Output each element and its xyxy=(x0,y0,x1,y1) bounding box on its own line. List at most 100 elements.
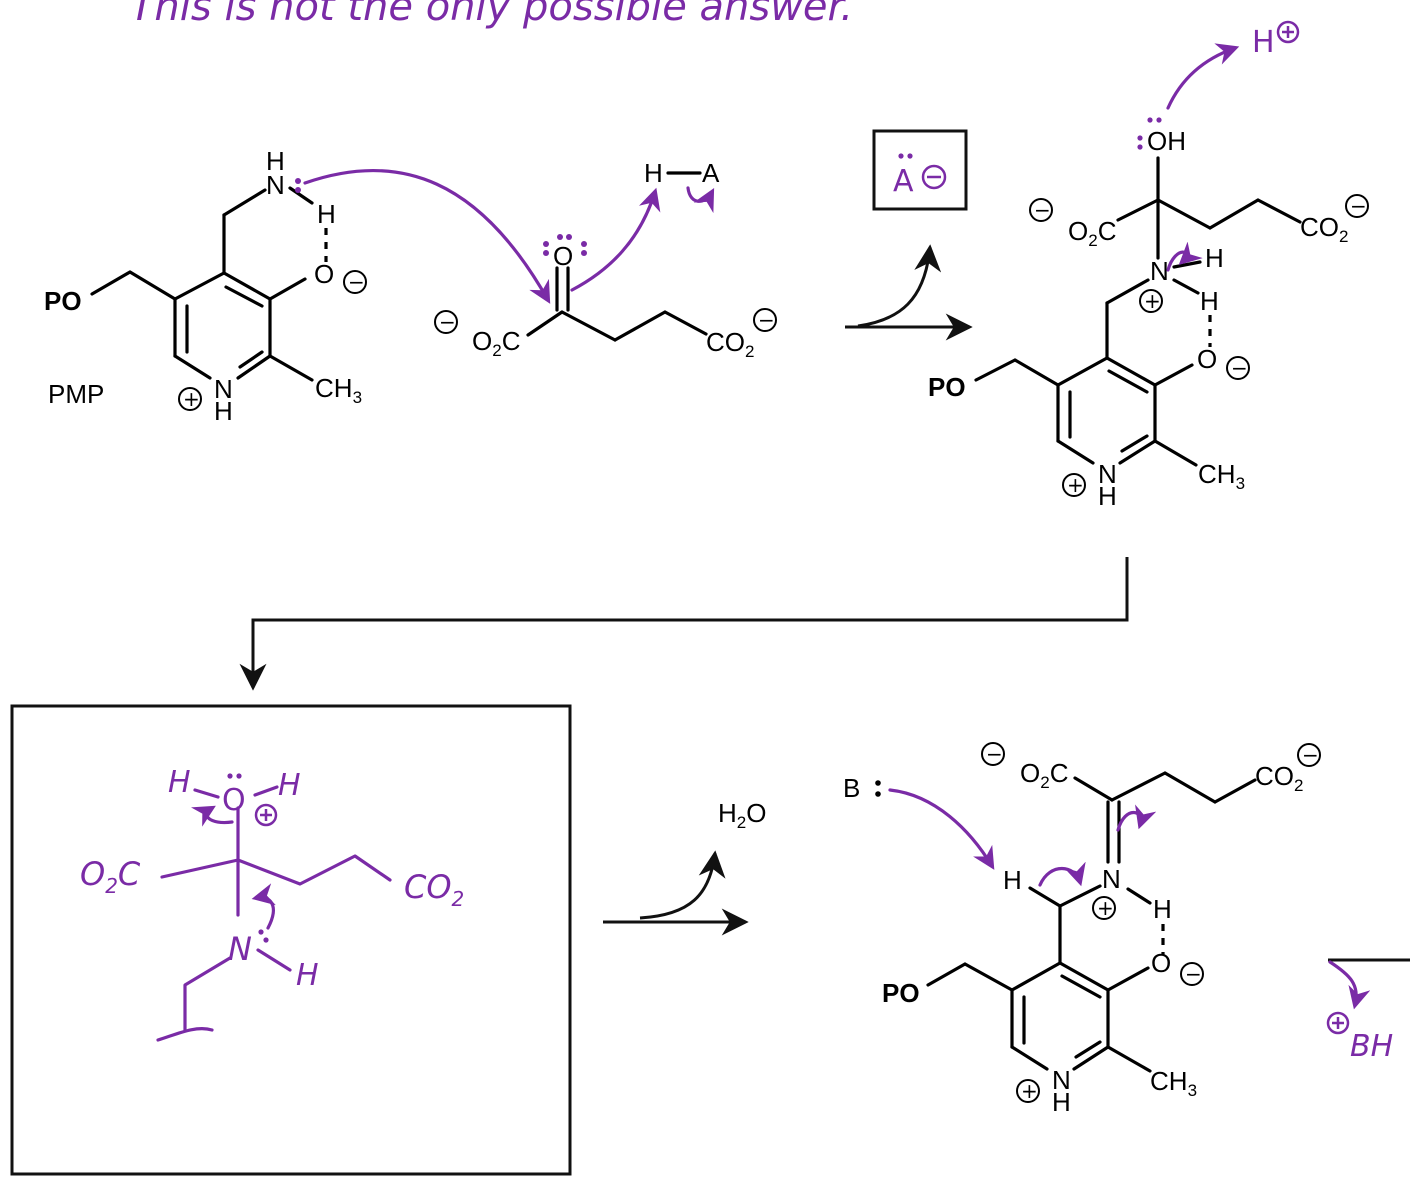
nucleophilic-attack-arrow xyxy=(303,169,551,304)
box-nh-label: H xyxy=(296,958,319,993)
base-label: B xyxy=(843,773,860,803)
pmp-molecule: PO PMP H N H O − N H + CH3 xyxy=(44,146,367,426)
conjugate-acid: BH xyxy=(1326,1011,1393,1064)
a-minus-label: A xyxy=(893,164,914,199)
minus-charge xyxy=(434,310,458,334)
ammonium-n-label: N xyxy=(1150,256,1169,286)
proton-released: H xyxy=(1252,20,1300,60)
deprotonation-arrow xyxy=(1166,43,1240,110)
phenoxide-o-label: O xyxy=(1151,948,1171,978)
phenoxide-o-label: O xyxy=(314,259,334,289)
minus-charge xyxy=(343,270,367,294)
amine-h-label: H xyxy=(266,146,285,176)
a-minus-frame xyxy=(872,129,968,211)
minus-charge xyxy=(981,742,1005,766)
minus-charge xyxy=(1226,356,1250,380)
ha-bond-arrow xyxy=(686,186,715,214)
oxonium-h-left-label: H xyxy=(168,765,191,800)
carbonyl-o-label: O xyxy=(553,241,573,271)
pyridinium-h-label: H xyxy=(1098,481,1117,511)
svg-text:−: − xyxy=(439,310,456,334)
svg-text:+: + xyxy=(183,387,200,411)
answer-box xyxy=(10,704,572,1176)
carboxylate-right-label: CO2 xyxy=(1255,761,1303,795)
methyl-label: CH3 xyxy=(1198,459,1245,493)
ketimine-product: B − O2C CO2 − N H + H xyxy=(843,742,1321,1117)
h-plus-label: H xyxy=(1252,25,1275,60)
phosphate-label: PO xyxy=(44,286,82,316)
carboxylate-left-label: O2C xyxy=(472,326,520,360)
svg-text:−: − xyxy=(1302,743,1319,767)
plus-charge xyxy=(1062,473,1086,497)
hbond-h-label: H xyxy=(1153,894,1172,924)
pyridinium-h-label: H xyxy=(1052,1087,1071,1117)
acid-ha: H A xyxy=(644,158,720,188)
phosphate-label: PO xyxy=(928,372,966,402)
carboxylate-left-label: O2C xyxy=(1020,758,1068,792)
water-label: H2O xyxy=(718,798,766,832)
methyl-label: CH3 xyxy=(315,373,362,407)
amine-n-label: N xyxy=(266,170,285,200)
svg-text:+: + xyxy=(1067,473,1084,497)
svg-text:−: − xyxy=(1185,962,1202,986)
carboxylate-left-label: O2C xyxy=(1068,216,1116,250)
carboxylate-right-label: CO2 xyxy=(1300,212,1348,246)
oxonium-h-right-label: H xyxy=(278,768,301,803)
bh-arrow xyxy=(1328,960,1371,1010)
ch-bond-arrow xyxy=(1038,861,1086,887)
boxed-intermediate: O H H O2C CO2 N H xyxy=(10,704,572,1176)
minus-charge xyxy=(1029,198,1053,222)
svg-text:−: − xyxy=(348,270,365,294)
protonation-arrow xyxy=(570,187,661,292)
minus-charge xyxy=(1297,743,1321,767)
nh-bond-arrow xyxy=(1166,241,1203,272)
handwritten-note: This is not the only possible answer. xyxy=(130,0,853,30)
phenoxide-o-label: O xyxy=(1197,344,1217,374)
plus-charge xyxy=(1139,289,1163,313)
oxonium-o-label: O xyxy=(222,783,246,818)
hydroxyl-label: OH xyxy=(1147,126,1186,156)
bh-label: BH xyxy=(1350,1029,1393,1064)
byproduct-arrow-1 xyxy=(857,244,942,328)
connector-arrow xyxy=(239,557,1129,691)
byproduct-arrow-2 xyxy=(639,850,726,920)
plus-charge xyxy=(1016,1079,1040,1103)
pyridinium-n-label: N xyxy=(1098,459,1117,489)
ammonium-h-label: H xyxy=(1205,243,1224,273)
minus-charge xyxy=(1180,962,1204,986)
svg-text:−: − xyxy=(1350,194,1367,218)
svg-text:−: − xyxy=(1034,198,1051,222)
box-carboxylate-left-label: O2C xyxy=(80,855,141,898)
pyridinium-h-label: H xyxy=(214,396,233,426)
minus-charge xyxy=(1345,194,1369,218)
pyridinium-n-label: N xyxy=(214,374,233,404)
carboxylate-right-label: CO2 xyxy=(706,327,754,361)
methyl-label: CH3 xyxy=(1150,1066,1197,1100)
svg-text:+: + xyxy=(1097,896,1114,920)
alpha-ketoglutarate: O − O2C CO2 − xyxy=(434,234,777,361)
iminium-n-label: N xyxy=(1102,864,1121,894)
a-minus-box: A xyxy=(872,129,968,211)
hbond-h-label: H xyxy=(1200,286,1219,316)
plus-charge xyxy=(1092,896,1116,920)
base-deprotonation-arrow xyxy=(888,788,995,870)
carbinolamine-intermediate: OH − O2C CO2 − N H H + O xyxy=(928,117,1369,511)
svg-text:+: + xyxy=(1021,1079,1038,1103)
minus-charge xyxy=(753,308,777,332)
svg-text:+: + xyxy=(1144,289,1161,313)
pyridinium-n-label: N xyxy=(1052,1065,1071,1095)
acid-a-label: A xyxy=(702,158,720,188)
pmp-label: PMP xyxy=(48,379,104,409)
imine-bond-arrow xyxy=(1116,804,1157,832)
svg-text:−: − xyxy=(1231,356,1248,380)
svg-text:−: − xyxy=(986,742,1003,766)
svg-text:−: − xyxy=(758,308,775,332)
box-carboxylate-right-label: CO2 xyxy=(404,868,464,911)
acid-h-label: H xyxy=(644,158,663,188)
plus-charge xyxy=(178,387,202,411)
phosphate-label: PO xyxy=(882,978,920,1008)
box-n-label: N xyxy=(228,930,252,968)
hbond-h-label: H xyxy=(317,199,336,229)
